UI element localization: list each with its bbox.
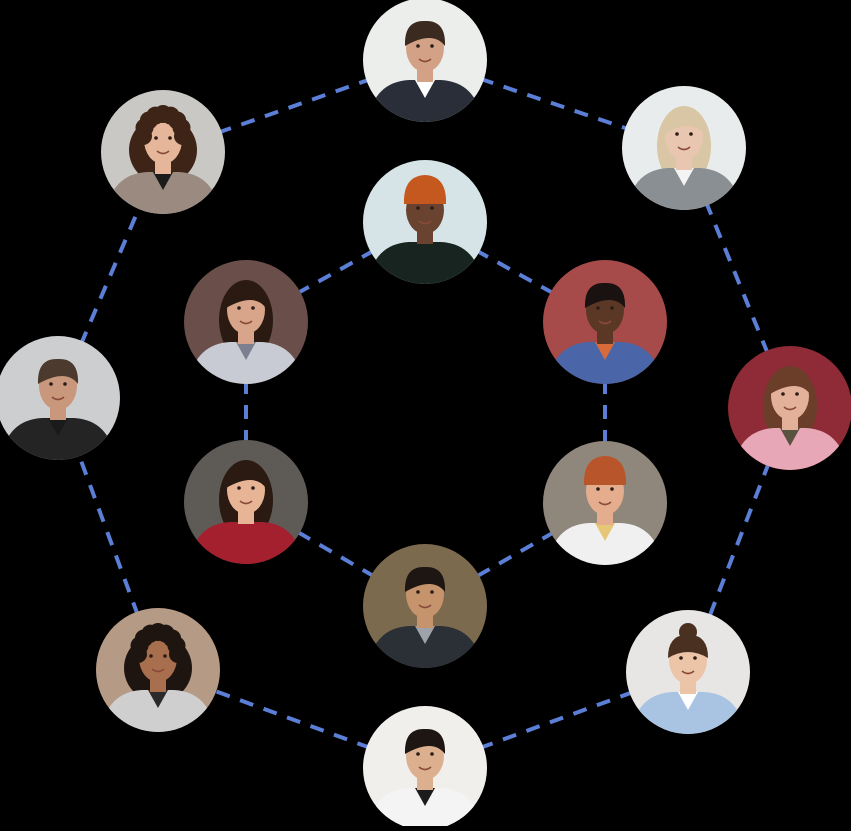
- man-orange-beanie-portrait: [363, 160, 487, 284]
- woman-blue-blouse-portrait: [626, 610, 750, 734]
- man-in-suit-portrait: [363, 0, 487, 122]
- connector-line: [295, 248, 376, 296]
- connector-line: [76, 451, 140, 617]
- connector-line: [474, 248, 556, 296]
- smiling-woman-patterned-top-portrait: [543, 260, 667, 384]
- woman-curly-hair-portrait: [96, 608, 220, 732]
- connector-line: [78, 204, 143, 346]
- blonde-woman-portrait: [622, 86, 746, 210]
- connector-line: [478, 690, 635, 750]
- middle-aged-man-portrait: [0, 336, 120, 460]
- connector-line: [707, 461, 771, 619]
- connector-line: [211, 688, 372, 750]
- woman-orange-cap-portrait: [543, 441, 667, 565]
- woman-glasses-portrait: [101, 90, 225, 214]
- woman-brick-wall-portrait: [184, 260, 308, 384]
- woman-pink-blazer-portrait: [728, 346, 851, 470]
- connector-line: [704, 200, 770, 356]
- connector-lines: [76, 76, 771, 750]
- young-man-smiling-portrait: [363, 544, 487, 668]
- woman-red-sweater-portrait: [184, 440, 308, 564]
- connector-line: [479, 76, 630, 132]
- connector-line: [295, 529, 376, 579]
- connector-line: [217, 77, 371, 135]
- young-man-white-shirt-portrait: [363, 706, 487, 830]
- connector-line: [474, 530, 556, 579]
